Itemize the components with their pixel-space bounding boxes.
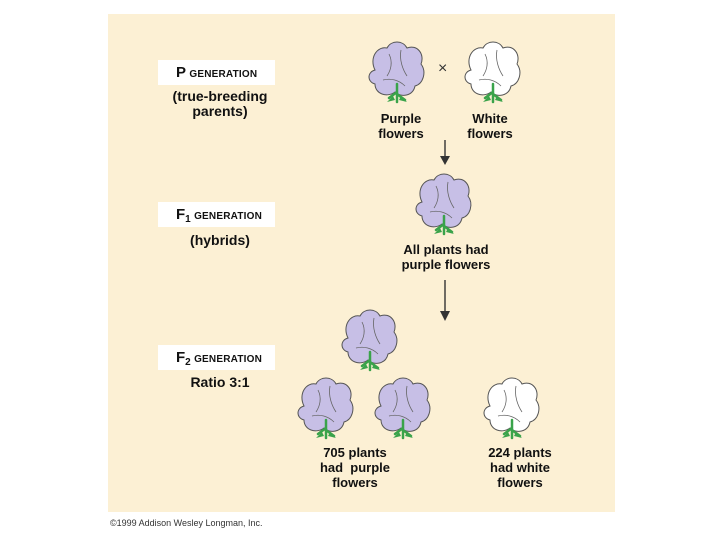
white-flower-f2 xyxy=(482,376,541,440)
f1-letter: F xyxy=(176,206,186,223)
f2-sublabel: Ratio 3:1 xyxy=(190,374,250,390)
p-sublabel: (true-breeding parents) xyxy=(172,88,268,119)
p-letter: P xyxy=(176,64,187,81)
diagram-panel xyxy=(108,14,615,512)
copyright-notice: ©1999 Addison Wesley Longman, Inc. xyxy=(110,518,263,528)
caption-f1-result: All plants had purple flowers xyxy=(401,242,491,272)
f2-generation-label: F2 GENERATION xyxy=(158,345,275,370)
arrow-down-2-icon xyxy=(440,280,450,321)
white-flower-parent xyxy=(463,40,522,104)
purple-flower-f1 xyxy=(414,172,473,236)
caption-purple-parent: Purple flowers xyxy=(378,111,424,141)
purple-flower-f2-top xyxy=(340,308,399,372)
caption-white-parent: White flowers xyxy=(467,111,513,141)
f1-sublabel: (hybrids) xyxy=(190,232,250,248)
f2-generation-word: GENERATION xyxy=(194,354,263,365)
f2-index: 2 xyxy=(185,357,191,368)
f1-index: 1 xyxy=(185,214,191,225)
p-generation-word: GENERATION xyxy=(189,69,258,80)
purple-flower-f2-left xyxy=(296,376,355,440)
caption-f2-purple: 705 plants had purple flowers xyxy=(319,445,391,490)
purple-flower-parent xyxy=(367,40,426,104)
f1-generation-word: GENERATION xyxy=(194,211,263,222)
cross-symbol: × xyxy=(438,60,448,77)
f2-letter: F xyxy=(176,349,186,366)
purple-flower-f2-right xyxy=(373,376,432,440)
arrow-down-1-icon xyxy=(440,140,450,165)
p-generation-label: P GENERATION xyxy=(158,60,275,85)
f1-generation-label: F1 GENERATION xyxy=(158,202,275,227)
caption-f2-white: 224 plants had white flowers xyxy=(488,445,552,490)
